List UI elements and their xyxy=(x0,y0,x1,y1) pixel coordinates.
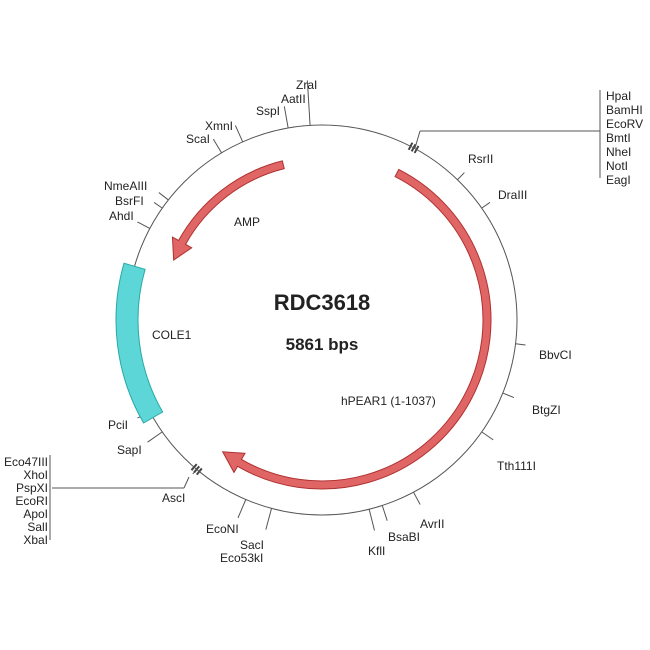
feature-label-amp: AMP xyxy=(234,215,260,229)
site-tick xyxy=(265,508,273,530)
site-tick xyxy=(158,192,169,201)
site-xhoi: XhoI xyxy=(23,468,48,482)
site-rsrii: RsrII xyxy=(468,152,493,166)
site-tick xyxy=(212,138,222,154)
site-pcii: PciI xyxy=(108,418,128,432)
site-scai: ScaI xyxy=(186,132,210,146)
site-tick xyxy=(234,125,244,143)
site-bsabi: BsaBI xyxy=(388,530,420,544)
site-saci: SacI xyxy=(240,538,264,552)
site-eco53ki: Eco53kI xyxy=(220,551,263,565)
feature-cole1-box xyxy=(115,262,164,424)
site-ecorv: EcoRV xyxy=(606,117,643,131)
site-nmeaiii: NmeAIII xyxy=(104,179,147,193)
site-bamhi: BamHI xyxy=(606,103,643,117)
feature-label-cole1: COLE1 xyxy=(152,328,192,342)
site-labels: ZraI AatII SspI XmnI ScaI NmeAIII BsrFI … xyxy=(104,78,572,565)
site-tick xyxy=(502,392,515,399)
site-tick xyxy=(306,80,311,126)
site-tick xyxy=(413,491,421,505)
site-bmti: BmtI xyxy=(606,131,631,145)
site-eagi: EagI xyxy=(606,173,631,187)
site-xbai: XbaI xyxy=(23,533,48,547)
site-tick xyxy=(237,499,247,519)
site-pspxi: PspXI xyxy=(16,481,48,495)
site-asci: AscI xyxy=(162,491,185,505)
site-tick xyxy=(147,431,163,443)
backbone-circle xyxy=(126,124,518,516)
mcs-right-list: HpaI BamHI EcoRV BmtI NheI NotI EagI xyxy=(414,89,643,187)
site-sspi: SspI xyxy=(256,104,280,118)
site-btgzi: BtgZI xyxy=(532,403,561,417)
site-ecori: EcoRI xyxy=(15,494,48,508)
site-tick xyxy=(481,431,494,441)
plasmid-name: RDC3618 xyxy=(274,290,371,315)
site-bbvci: BbvCI xyxy=(539,348,572,362)
site-tick xyxy=(368,509,375,531)
feature-hpear1-arrow xyxy=(221,168,492,490)
site-sapi: SapI xyxy=(117,443,142,457)
mcs-left-list: Eco47III XhoI PspXI EcoRI ApoI SalI XbaI xyxy=(4,455,190,547)
site-xmni: XmnI xyxy=(205,119,233,133)
site-tth111i: Tth111I xyxy=(497,459,536,473)
site-ahdi: AhdI xyxy=(109,209,134,223)
site-aatii: AatII xyxy=(281,92,306,106)
site-hpai: HpaI xyxy=(606,89,631,103)
site-eco47iii: Eco47III xyxy=(4,455,48,469)
site-tick xyxy=(481,202,491,209)
site-tick xyxy=(515,343,526,346)
site-kfli: KflI xyxy=(368,544,385,558)
site-tick xyxy=(283,106,289,129)
site-sali: SalI xyxy=(27,520,48,534)
site-econi: EcoNI xyxy=(206,522,239,536)
plasmid-size: 5861 bps xyxy=(286,335,359,354)
site-nhei: NheI xyxy=(606,145,631,159)
site-tick xyxy=(457,172,465,181)
site-draiii: DraIII xyxy=(498,188,527,202)
feature-label-hpear1: hPEAR1 (1-1037) xyxy=(341,394,436,408)
site-bsrfi: BsrFI xyxy=(115,194,144,208)
site-noti: NotI xyxy=(606,159,628,173)
site-tick xyxy=(153,202,163,209)
site-apoi: ApoI xyxy=(23,507,48,521)
site-tick xyxy=(381,505,388,521)
site-avrii: AvrII xyxy=(420,517,444,531)
feature-amp-arrow xyxy=(171,160,285,261)
site-tick xyxy=(137,221,151,229)
site-zrai: ZraI xyxy=(296,78,317,92)
